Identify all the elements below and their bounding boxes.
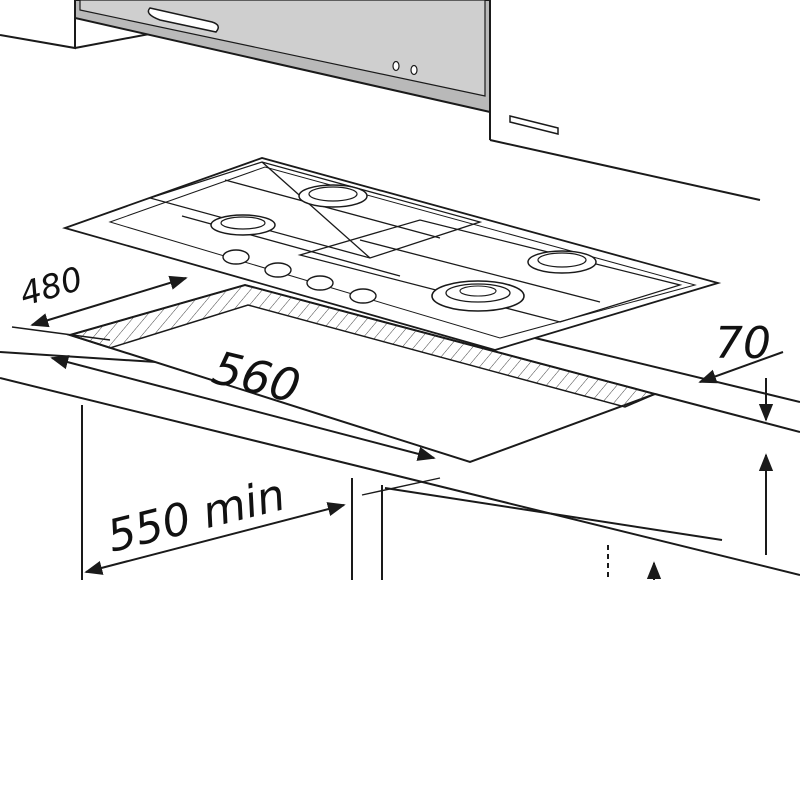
knob-4 (349, 288, 377, 304)
burner-front-right-wok (431, 280, 525, 312)
dim-70-leader (698, 351, 784, 384)
dim-550-min-label: 550 min (102, 469, 290, 562)
extractor-hood (74, 0, 491, 114)
cabinet-handle (509, 115, 559, 135)
gas-hob (62, 157, 722, 351)
dimension-lines (11, 275, 784, 580)
dim-480-label: 480 (15, 259, 86, 314)
hood-knob-2 (410, 64, 418, 76)
knob-2 (264, 262, 292, 278)
dim-550-line (84, 502, 346, 575)
hood-knob-1 (392, 60, 400, 72)
knob-1 (222, 249, 250, 265)
dim-560-line (50, 355, 436, 461)
control-knobs (222, 249, 377, 304)
blank-lower-area (0, 580, 800, 800)
knob-3 (306, 275, 334, 291)
hood-light-panel (147, 7, 219, 33)
dim-70-label: 70 (715, 318, 771, 369)
wall-cabinet-right (489, 0, 761, 201)
burner-rear-right (527, 250, 597, 274)
burner-front-left (210, 214, 276, 236)
dim-480-line (30, 275, 188, 328)
burner-rear-left (298, 184, 368, 208)
